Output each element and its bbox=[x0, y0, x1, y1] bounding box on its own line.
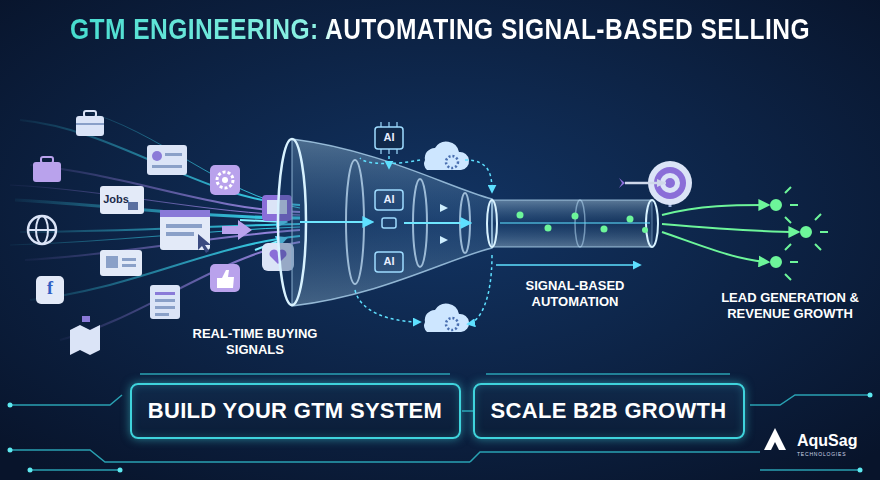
button-label: BUILD YOUR GTM SYSTEM bbox=[148, 398, 442, 424]
stage-caption: SIGNAL-BASED AUTOMATION bbox=[510, 278, 640, 309]
ai-chip-and-clouds bbox=[355, 122, 492, 332]
title-text: GTM ENGINEERING: AUTOMATING SIGNAL-BASED… bbox=[70, 12, 810, 46]
circuit-lines bbox=[8, 374, 873, 473]
signal-streaks bbox=[10, 110, 300, 340]
chip-text: AI bbox=[376, 131, 402, 144]
stage-caption: LEAD GENERATION & REVENUE GROWTH bbox=[710, 290, 870, 321]
chip-text: AI bbox=[376, 255, 402, 268]
logo-text: AquSag bbox=[797, 431, 867, 450]
chip-text: AI bbox=[376, 193, 402, 206]
logo-subtext: TECHNOLOGIES bbox=[797, 451, 867, 457]
stage-caption: REAL-TIME BUYING SIGNALS bbox=[190, 326, 320, 357]
action-button: SCALE B2B GROWTH bbox=[473, 383, 745, 439]
signal-icons bbox=[28, 111, 294, 355]
lead-arrows bbox=[662, 187, 828, 280]
icon-text: f bbox=[38, 278, 62, 300]
icon-text: Jobs bbox=[96, 193, 136, 206]
logo-mark bbox=[764, 428, 786, 450]
action-button: BUILD YOUR GTM SYSTEM bbox=[130, 383, 461, 439]
target-icon bbox=[619, 161, 692, 207]
button-label: SCALE B2B GROWTH bbox=[491, 398, 727, 424]
